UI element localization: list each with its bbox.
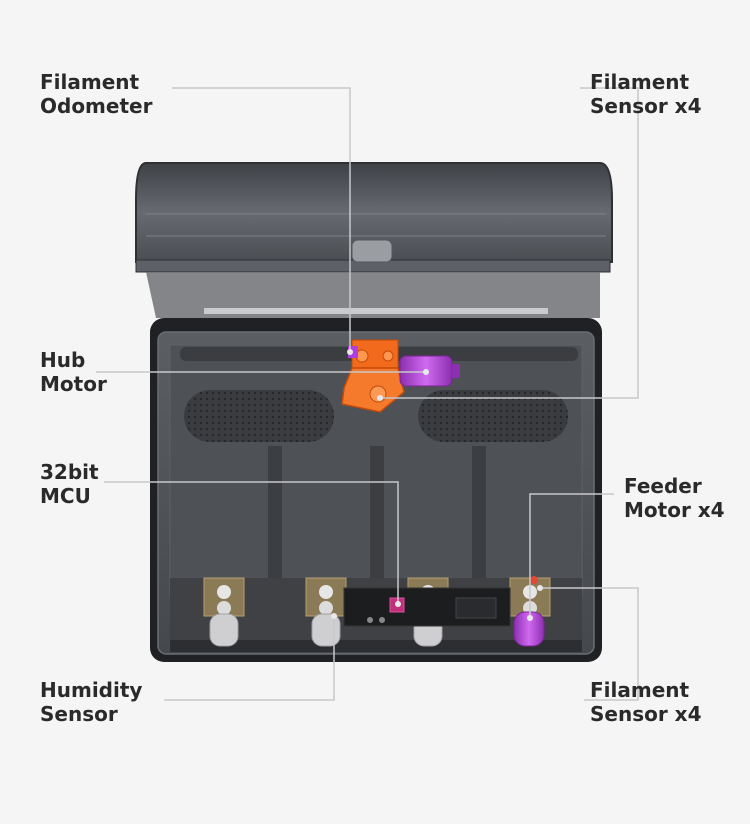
callout-line: Odometer: [40, 94, 153, 118]
feeder-module-1: [203, 577, 245, 647]
leader-filament-sensor-bottom: [540, 587, 639, 701]
enclosure: [150, 318, 602, 662]
leader-lines: [96, 87, 639, 701]
control-board: [343, 587, 511, 627]
callout-feeder-motor: Feeder Motor x4: [624, 474, 725, 522]
lid: [135, 162, 613, 318]
callout-line: Sensor x4: [590, 94, 702, 118]
callout-line: Sensor x4: [590, 702, 702, 726]
callout-hub-motor: Hub Motor: [40, 348, 107, 396]
lid-latch: [351, 239, 393, 263]
leader-feeder-motor: [529, 493, 614, 618]
callout-line: Motor: [40, 372, 107, 396]
callout-mcu: 32bit MCU: [40, 460, 99, 508]
callout-line: Filament: [590, 678, 690, 702]
vent-grille-left: [184, 390, 334, 442]
leader-filament-sensor-top: [380, 87, 639, 399]
callout-filament-odometer: Filament Odometer: [40, 70, 152, 118]
callout-line: MCU: [40, 484, 91, 508]
feeder-motor-highlight: [513, 611, 545, 647]
callout-line: Sensor: [40, 702, 118, 726]
vent-grille-right: [418, 390, 568, 442]
leader-humidity-sensor: [164, 616, 335, 701]
callout-humidity-sensor: Humidity Sensor: [40, 678, 142, 726]
leader-filament-odometer: [172, 87, 351, 352]
callout-line: Filament: [40, 70, 140, 94]
leader-dots: [331, 349, 543, 621]
feeder-module-2: [305, 577, 347, 647]
callout-line: 32bit: [40, 460, 99, 484]
callout-filament-sensor-bottom: Filament Sensor x4: [590, 678, 702, 726]
callout-line: Humidity: [40, 678, 143, 702]
callout-filament-sensor-top: Filament Sensor x4: [590, 70, 702, 118]
callout-line: Filament: [590, 70, 690, 94]
leader-mcu: [104, 481, 399, 604]
callout-line: Feeder: [624, 474, 702, 498]
callout-line: Hub: [40, 348, 86, 372]
callout-line: Motor x4: [624, 498, 725, 522]
